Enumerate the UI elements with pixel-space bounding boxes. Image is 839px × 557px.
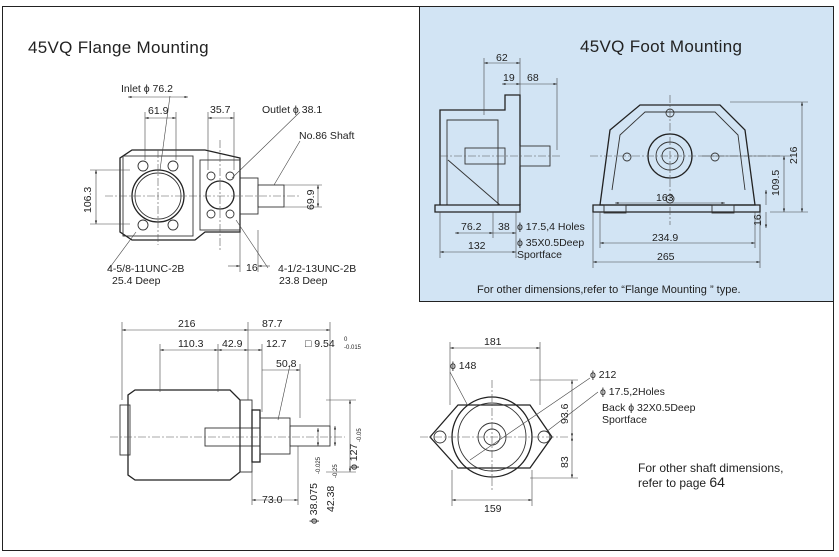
flange-top-view: Inlet ϕ 76.2 61.9 35.7 Outlet ϕ 38.1 No.… [82, 83, 356, 287]
dim-216-height: 216 [788, 146, 800, 164]
end-holes: ϕ 17.5,2Holes [600, 386, 665, 398]
foot-holes: ϕ 17.5,4 Holes [517, 221, 585, 233]
shaft-note-line1: For other shaft dimensions, [638, 461, 784, 475]
dim-76-2: 76.2 [461, 221, 482, 233]
thread-1-spec: 4-5/8-11UNC-2B [107, 263, 184, 275]
dim-38-075: ϕ 38.075 [308, 483, 320, 524]
dim-62: 62 [496, 52, 508, 64]
shaft-note-page: 64 [709, 474, 725, 490]
dim-265: 265 [657, 251, 675, 263]
end-back-spotface: Back ϕ 32X0.5Deep [602, 402, 696, 414]
dim-212: ϕ 212 [590, 369, 616, 381]
foot-end-view: 216 109.5 16 163 234.9 265 [590, 95, 808, 268]
thread-1-depth: 25.4 Deep [112, 275, 161, 287]
key-tol-top: 0 [344, 337, 348, 343]
dim-216-length: 216 [178, 318, 196, 330]
dim-42-9: 42.9 [222, 338, 243, 350]
shaft-note-text: refer to page [638, 476, 710, 490]
inlet-label: Inlet ϕ 76.2 [121, 83, 173, 95]
foot-mounting-title: 45VQ Foot Mounting [580, 37, 743, 56]
flange-side-view: 216 87.7 110.3 42.9 12.7 □ 9.54 0 -0.015… [110, 318, 363, 524]
dim-61-9: 61.9 [148, 105, 169, 117]
dim-12-7: 12.7 [266, 338, 287, 350]
tol-38: -0.025 [316, 456, 322, 474]
foot-reference-note: For other dimensions,refer to “Flange Mo… [477, 284, 741, 296]
dim-181: 181 [484, 336, 502, 348]
shaft-reference-note: For other shaft dimensions, refer to pag… [638, 461, 808, 490]
dim-110-3: 110.3 [178, 338, 204, 350]
dim-109-5: 109.5 [770, 170, 782, 196]
flange-end-view: 181 ϕ 148 ϕ 212 ϕ 17.5,2Holes Back ϕ 32X… [420, 336, 696, 515]
dim-83: 83 [559, 456, 571, 468]
dim-38: 38 [498, 221, 510, 233]
dim-148: ϕ 148 [450, 360, 476, 372]
flange-mounting-title: 45VQ Flange Mounting [28, 38, 209, 57]
dim-68: 68 [527, 72, 539, 84]
spotface-label: Sportface [517, 249, 562, 261]
key-size: □ 9.54 [305, 338, 335, 350]
dim-50-8: 50.8 [276, 358, 297, 370]
dim-35-7: 35.7 [210, 104, 231, 116]
end-spotface-label: Sportface [602, 414, 647, 426]
thread-2-depth: 23.8 Deep [279, 275, 328, 287]
thread-2-spec: 4-1/2-13UNC-2B [278, 263, 356, 275]
outlet-label: Outlet ϕ 38.1 [262, 104, 322, 116]
dim-19: 19 [503, 72, 515, 84]
foot-side-view: 62 19 68 76.2 38 132 ϕ 17.5,4 Holes ϕ 35… [434, 52, 585, 261]
dim-16: 16 [246, 262, 258, 274]
shaft-note-line2: refer to page 64 [638, 475, 808, 490]
tol-127: -0.05 [357, 428, 363, 442]
tol-42: -0.25 [333, 464, 339, 478]
dim-69-9: 69.9 [305, 189, 317, 210]
dim-73: 73.0 [262, 494, 283, 506]
dim-93-6: 93.6 [559, 403, 571, 424]
dim-234-9: 234.9 [652, 232, 678, 244]
dim-132: 132 [468, 240, 486, 252]
dim-106-3: 106.3 [82, 187, 94, 213]
dim-87-7: 87.7 [262, 318, 283, 330]
dim-163: 163 [656, 192, 674, 204]
key-tol-bottom: -0.015 [344, 345, 362, 351]
spotface-size: ϕ 35X0.5Deep [517, 237, 584, 249]
dim-16-foot: 16 [752, 214, 764, 226]
dim-159: 159 [484, 503, 502, 515]
shaft-label: No.86 Shaft [299, 130, 355, 142]
dim-42-38: 42.38 [325, 486, 337, 512]
dim-127: ϕ 127 [348, 444, 360, 470]
